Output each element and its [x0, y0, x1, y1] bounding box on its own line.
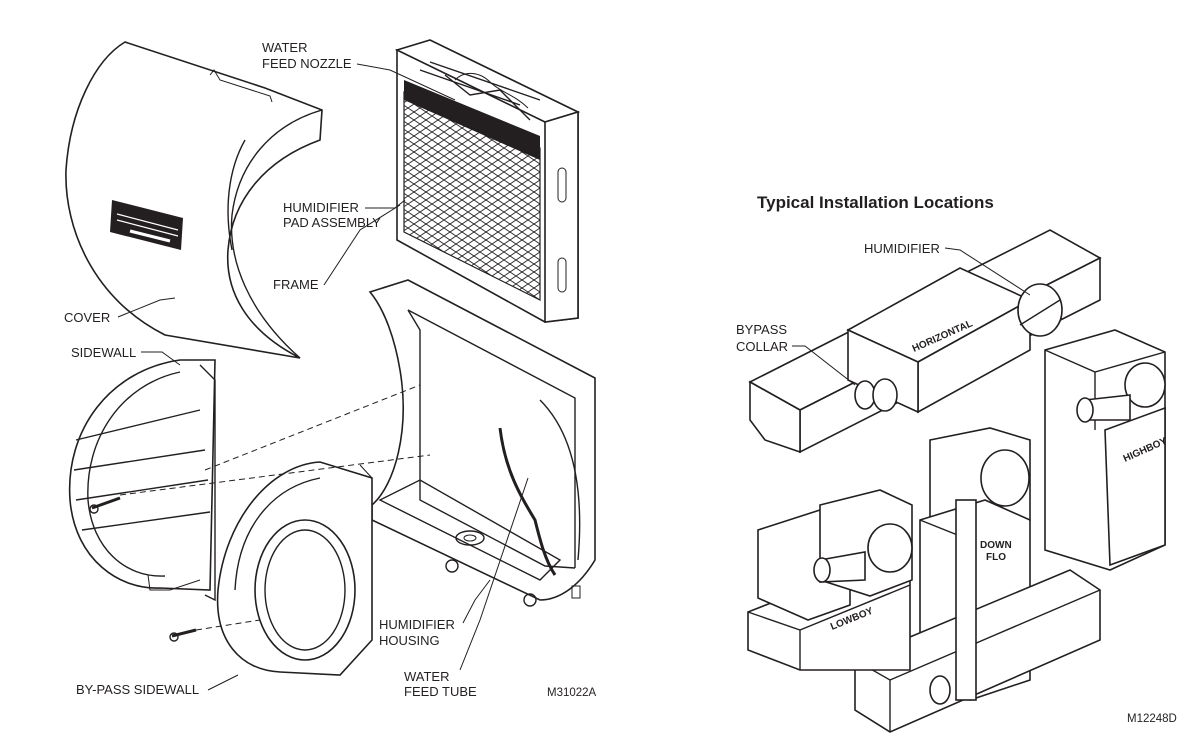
label-frame: FRAME	[273, 277, 319, 292]
label-humidifier: HUMIDIFIER	[864, 241, 940, 256]
sidewall-illustration	[68, 359, 216, 602]
label-bypass-collar: BYPASS COLLAR	[736, 322, 791, 354]
highboy-installation: HIGHBOY	[1044, 329, 1169, 571]
housing-illustration	[368, 279, 596, 607]
label-bypass-sidewall: BY-PASS SIDEWALL	[76, 682, 199, 697]
tag-downflo: DOWN FLO	[980, 540, 1014, 563]
label-cover: COVER	[64, 310, 110, 325]
figure-code-right: M12248D	[1127, 713, 1177, 725]
right-leader-lines	[792, 247, 1031, 386]
label-pad-assembly: HUMIDIFIER PAD ASSEMBLY	[283, 200, 381, 230]
horizontal-installation: HORIZONTAL	[748, 229, 1102, 454]
label-sidewall: SIDEWALL	[71, 345, 136, 360]
installation-title: Typical Installation Locations	[757, 193, 994, 212]
figure-code-left: M31022A	[547, 687, 597, 699]
lowboy-installation: LOWBOY	[747, 489, 913, 671]
bypass-sidewall-illustration	[169, 461, 373, 676]
label-housing: HUMIDIFIER HOUSING	[379, 617, 458, 648]
cover-label-plate	[110, 200, 183, 250]
leader-lines	[117, 63, 529, 691]
cover-illustration	[65, 41, 323, 359]
installation-locations: Typical Installation Locations HORIZONTA…	[736, 193, 1177, 733]
exploded-view: WATER FEED NOZZLE HUMIDIFIER PAD ASSEMBL…	[64, 39, 597, 699]
label-water-feed-tube: WATER FEED TUBE	[404, 669, 477, 699]
label-water-feed-nozzle: WATER FEED NOZZLE	[262, 40, 352, 71]
downflo-installation: DOWN FLO	[854, 427, 1101, 733]
pad-assembly-illustration	[394, 39, 581, 323]
alignment-lines	[119, 384, 431, 631]
